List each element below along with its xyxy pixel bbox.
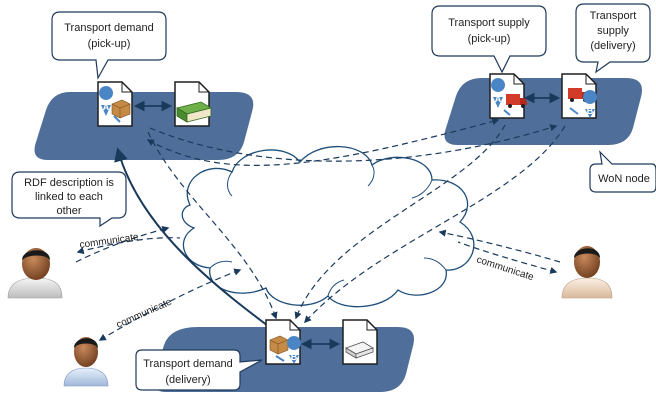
callout-supply-delivery-line1: Transport [590,10,637,22]
package-box-icon [269,335,289,355]
communicate-label-left: communicate [79,232,140,251]
callout-supply-delivery: Transport supply (delivery) [575,3,651,74]
link-person-left [75,225,170,263]
person-avatar-icon [63,337,109,387]
link-person-right [438,229,561,263]
callout-supply-delivery-line2: supply [597,25,629,37]
communicate-label-right: communicate [475,254,535,283]
callout-demand-pickup-line1: Transport demand [64,22,153,34]
person-avatar-icon [7,248,63,299]
green-book-icon [175,101,213,123]
doc-demand-delivery: B [265,319,302,365]
pin-b-icon: B [287,336,302,364]
callout-won-node-label: WoN node [598,173,650,185]
link-demand-pickup-to-delivery [114,147,281,336]
callout-supply-pickup-line1: Transport supply [448,17,530,29]
won-node-right [444,78,642,145]
doc-supply-delivery: B [561,73,598,119]
pin-a-icon: A [99,86,114,116]
callout-demand-delivery: Transport demand (delivery) [135,349,263,391]
dashed-links [75,118,566,341]
pin-a-letter: A [103,102,110,112]
pin-a-letter: A [495,94,502,104]
callout-rdf-line3: other [56,205,81,217]
doc-demand-delivery-2 [342,319,378,365]
pin-b-icon: B [583,90,598,118]
link-person-bottom [98,268,242,341]
doc-demand-pickup-2 [174,81,213,127]
callout-rdf-description: RDF description is linked to each other [11,171,127,228]
callout-demand-delivery-line1: Transport demand [143,358,232,370]
link-person-right-2 [457,241,558,274]
communicate-label-bottom: communicate [115,296,174,330]
callout-won-node: WoN node [589,150,656,193]
doc-supply-pickup: A [489,73,527,119]
callout-demand-pickup-line2: (pick-up) [88,38,131,50]
link-right-to-bottom-1 [294,124,506,320]
link-right-to-bottom-2 [304,125,566,324]
callout-rdf-line1: RDF description is [24,177,114,189]
callout-supply-pickup-line2: (pick-up) [468,33,511,45]
pin-b-letter: B [291,352,298,362]
callout-demand-pickup: Transport demand (pick-up) [51,11,167,80]
link-left-to-right-supply-1 [146,118,500,166]
callout-rdf-line2: linked to each [35,191,103,203]
package-box-icon [111,99,131,119]
link-left-to-right-supply-2 [149,124,558,162]
person-avatar-icon [561,246,613,299]
pin-a-icon: A [491,78,506,108]
doc-demand-pickup: A [97,81,133,127]
callout-supply-delivery-line3: (delivery) [590,40,635,52]
network-cloud [181,145,475,308]
link-left-to-bottom [147,131,278,320]
gray-book-icon [345,341,374,359]
callout-supply-pickup: Transport supply (pick-up) [431,5,547,74]
callout-demand-delivery-line2: (delivery) [165,374,210,386]
pin-b-letter: B [587,106,594,116]
link-person-left-2 [76,237,181,255]
